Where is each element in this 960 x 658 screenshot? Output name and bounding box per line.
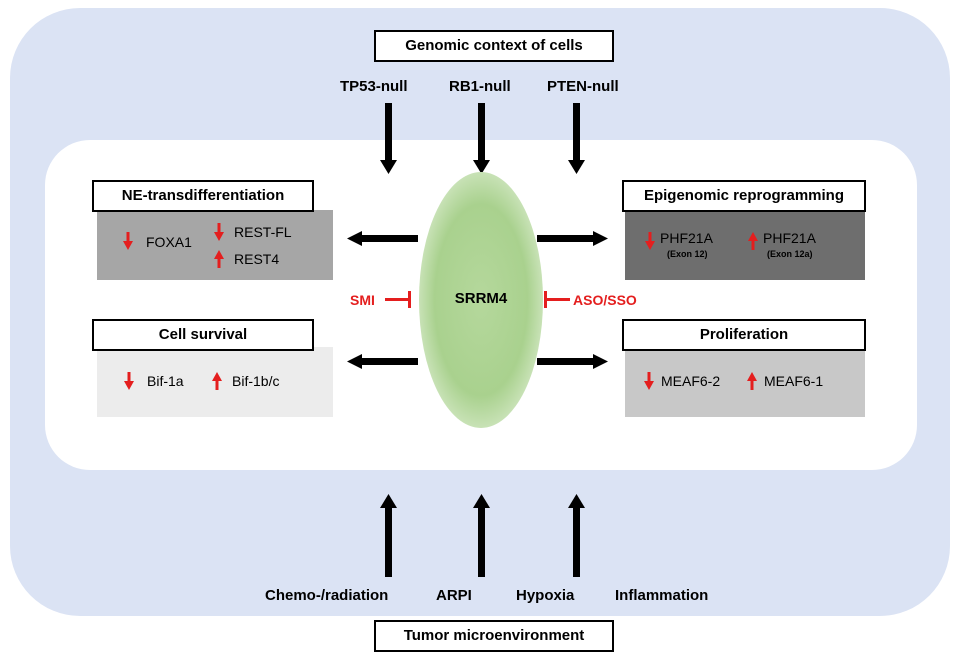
genomic-input-tp53: TP53-null: [340, 78, 408, 95]
down-arrow-icon: [214, 223, 224, 241]
up-arrow-hypoxia: [568, 494, 585, 577]
arrow-to-prolif: [537, 354, 608, 369]
tumor-microenvironment-label: Tumor microenvironment: [403, 627, 585, 644]
down-arrow-pten: [568, 103, 585, 174]
arrow-to-survival: [347, 354, 418, 369]
gene-phf21a-up: PHF21A: [763, 230, 816, 246]
down-arrow-icon: [123, 232, 133, 250]
tumor-microenvironment-box: Tumor microenvironment: [374, 620, 614, 652]
epi-panel-title-box: Epigenomic reprogramming: [622, 180, 866, 212]
up-arrow-icon: [214, 250, 224, 268]
gene-foxa1: FOXA1: [146, 234, 192, 250]
microenv-input-hypoxia: Hypoxia: [516, 587, 575, 604]
up-arrow-icon: [748, 232, 758, 250]
genomic-context-label: Genomic context of cells: [405, 37, 583, 54]
gene-phf21a-exon12: (Exon 12): [667, 249, 708, 259]
ne-panel-title: NE-transdifferentiation: [121, 187, 285, 204]
epi-panel: [625, 210, 865, 280]
microenv-input-chemo: Chemo-/radiation: [265, 587, 389, 604]
srrm4-ellipse: [419, 172, 543, 428]
prolif-panel-title: Proliferation: [699, 326, 789, 343]
genomic-context-box: Genomic context of cells: [374, 30, 614, 62]
gene-meaf6-2: MEAF6-2: [661, 373, 721, 389]
gene-phf21a-down: PHF21A: [660, 230, 713, 246]
prolif-panel-title-box: Proliferation: [622, 319, 866, 351]
up-arrow-icon: [212, 372, 222, 390]
smi-label: SMI: [350, 292, 375, 308]
arrow-to-ne: [347, 231, 418, 246]
up-arrow-chemo: [380, 494, 397, 577]
gene-phf21a-exon12a: (Exon 12a): [767, 249, 813, 259]
down-arrow-rb1: [473, 103, 490, 174]
up-arrow-icon: [747, 372, 757, 390]
survival-panel-title: Cell survival: [158, 326, 248, 343]
gene-bif-1bc: Bif-1b/c: [232, 373, 280, 389]
gene-rest-fl: REST-FL: [234, 224, 292, 240]
prolif-panel: [625, 347, 865, 417]
srrm4-label: SRRM4: [454, 290, 508, 307]
microenv-input-inflammation: Inflammation: [615, 587, 709, 604]
gene-meaf6-1: MEAF6-1: [764, 373, 824, 389]
down-arrow-icon: [124, 372, 134, 390]
smi-inhibition-bar: [385, 291, 411, 308]
epi-panel-title: Epigenomic reprogramming: [643, 187, 845, 204]
ne-panel-title-box: NE-transdifferentiation: [92, 180, 314, 212]
gene-rest4: REST4: [234, 251, 280, 267]
microenv-input-arpi: ARPI: [436, 587, 472, 604]
gene-bif-1a: Bif-1a: [147, 373, 184, 389]
genomic-input-rb1: RB1-null: [449, 78, 511, 95]
aso-sso-inhibition-bar: [544, 291, 570, 308]
ne-panel: [97, 210, 333, 280]
survival-panel: [97, 347, 333, 417]
genomic-input-pten: PTEN-null: [547, 78, 619, 95]
arrow-to-epi: [537, 231, 608, 246]
down-arrow-icon: [644, 372, 654, 390]
up-arrow-arpi: [473, 494, 490, 577]
down-arrow-icon: [645, 232, 655, 250]
aso-sso-label: ASO/SSO: [573, 292, 637, 308]
survival-panel-title-box: Cell survival: [92, 319, 314, 351]
down-arrow-tp53: [380, 103, 397, 174]
